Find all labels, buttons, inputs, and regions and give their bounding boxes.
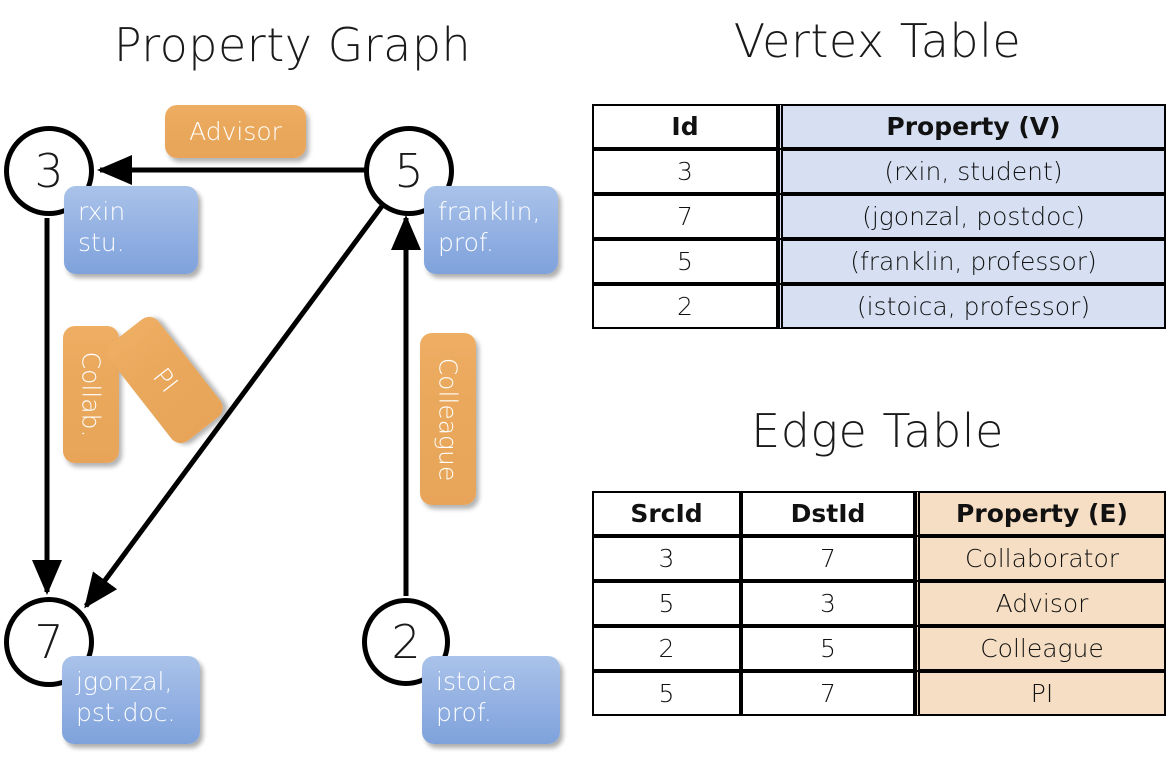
cell-vertex-id: 5 [592, 239, 778, 284]
cell-edge-dst: 7 [741, 536, 915, 581]
table-row: 5 3 Advisor [592, 581, 1166, 626]
vertex-node-2[interactable]: 2 [362, 598, 450, 686]
cell-vertex-property: (rxin, student) [778, 149, 1166, 194]
vertex-node-5[interactable]: 5 [364, 126, 454, 216]
table-header-row: Id Property (V) [592, 104, 1166, 149]
cell-edge-dst: 7 [741, 671, 915, 716]
cell-vertex-property: (istoica, professor) [778, 284, 1166, 329]
cell-edge-property: PI [915, 671, 1166, 716]
vertex-table: Id Property (V) 3 (rxin, student) 7 (jgo… [592, 104, 1166, 329]
column-header-property-v: Property (V) [778, 104, 1166, 149]
table-row: 2 (istoica, professor) [592, 284, 1166, 329]
cell-edge-property: Advisor [915, 581, 1166, 626]
page-title-edge-table: Edge Table [751, 404, 1004, 458]
column-header-id: Id [592, 104, 778, 149]
page-title-vertex-table: Vertex Table [733, 14, 1022, 68]
cell-edge-src: 5 [592, 581, 741, 626]
table-row: 5 (franklin, professor) [592, 239, 1166, 284]
page-title-property-graph: Property Graph [113, 18, 472, 72]
table-row: 5 7 PI [592, 671, 1166, 716]
vertex-property-bubble-istoica: istoica prof. [422, 656, 560, 744]
table-row: 3 (rxin, student) [592, 149, 1166, 194]
cell-edge-src: 3 [592, 536, 741, 581]
cell-edge-src: 2 [592, 626, 741, 671]
cell-vertex-property: (jgonzal, postdoc) [778, 194, 1166, 239]
column-header-property-e: Property (E) [915, 491, 1166, 536]
vertex-property-bubble-rxin: rxin stu. [64, 186, 198, 274]
column-header-dstid: DstId [741, 491, 915, 536]
edge-5-to-7-pi [83, 204, 385, 609]
cell-edge-dst: 5 [741, 626, 915, 671]
cell-vertex-id: 3 [592, 149, 778, 194]
cell-edge-property: Colleague [915, 626, 1166, 671]
edge-label-collab-text: Collab. [76, 351, 106, 438]
table-row: 2 5 Colleague [592, 626, 1166, 671]
cell-vertex-id: 7 [592, 194, 778, 239]
edge-label-colleague-text: Colleague [433, 357, 463, 481]
cell-edge-dst: 3 [741, 581, 915, 626]
edge-label-pi-text: PI [146, 362, 184, 398]
table-row: 7 (jgonzal, postdoc) [592, 194, 1166, 239]
edge-label-advisor: Advisor [165, 105, 306, 158]
graph-edges-svg [32, 155, 421, 609]
vertex-property-bubble-jgonzal: jgonzal, pst.doc. [62, 656, 200, 744]
cell-vertex-id: 2 [592, 284, 778, 329]
cell-edge-src: 5 [592, 671, 741, 716]
edge-table: SrcId DstId Property (E) 3 7 Collaborato… [592, 491, 1166, 716]
table-header-row: SrcId DstId Property (E) [592, 491, 1166, 536]
cell-edge-property: Collaborator [915, 536, 1166, 581]
edge-label-advisor-text: Advisor [189, 117, 282, 146]
table-row: 3 7 Collaborator [592, 536, 1166, 581]
property-graph-diagram: 3 5 7 2 rxin stu. franklin, prof. jgonza… [4, 105, 560, 744]
cell-vertex-property: (franklin, professor) [778, 239, 1166, 284]
edge-label-colleague: Colleague [420, 333, 476, 505]
column-header-srcid: SrcId [592, 491, 741, 536]
vertex-property-bubble-franklin: franklin, prof. [424, 186, 558, 274]
